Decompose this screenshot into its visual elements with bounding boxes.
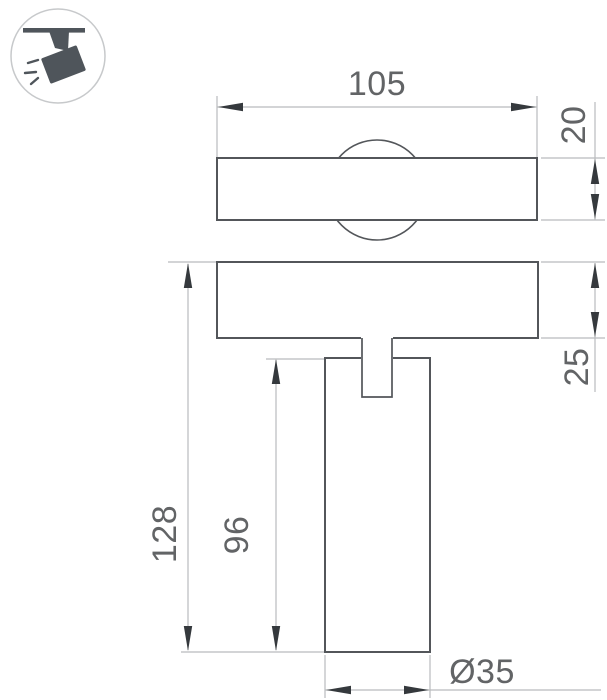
dimension-label-width: 105 [348, 65, 406, 103]
dimension-head-height: 25 [541, 261, 605, 392]
arrowhead-down-icon [590, 312, 600, 337]
dimension-overall-height: 128 [146, 261, 324, 653]
track-spotlight-icon [23, 28, 86, 86]
arrowhead-up-icon [271, 359, 281, 384]
top-view [216, 139, 538, 241]
arrowhead-right-icon [404, 685, 429, 695]
icon-track-bar [23, 28, 85, 33]
arrowhead-up-icon [590, 263, 600, 288]
front-view [216, 261, 539, 653]
dimension-label-head-height: 25 [558, 348, 596, 387]
dimension-label-diameter: Ø35 [449, 653, 515, 691]
arrowhead-left-icon [218, 102, 243, 112]
product-icon-badge [10, 8, 106, 104]
front-view-head-bar [216, 261, 539, 339]
arrowhead-up-icon [183, 263, 193, 288]
dimension-width: 105 [216, 65, 538, 157]
arrowhead-left-icon [326, 685, 351, 695]
dimension-label-body-height: 96 [218, 516, 256, 555]
front-view-cylinder-body [324, 357, 431, 653]
arrowhead-up-icon [590, 159, 600, 184]
arrowhead-right-icon [511, 102, 536, 112]
stem-cutout [361, 336, 393, 397]
dimension-diameter: Ø35 [324, 653, 601, 698]
icon-light-rays [23, 58, 40, 86]
dimension-label-track-thickness: 20 [555, 106, 593, 145]
dimension-label-overall-height: 128 [146, 505, 184, 563]
arrowhead-down-icon [183, 626, 193, 651]
arrowhead-down-icon [590, 194, 600, 219]
dimension-body-height: 96 [218, 358, 324, 651]
top-view-track-bar [216, 157, 538, 221]
front-view-stem [361, 338, 393, 398]
arrowhead-down-icon [271, 626, 281, 651]
icon-mount [49, 31, 69, 51]
dimension-track-thickness: 20 [541, 102, 605, 221]
icon-light-head [41, 45, 86, 84]
